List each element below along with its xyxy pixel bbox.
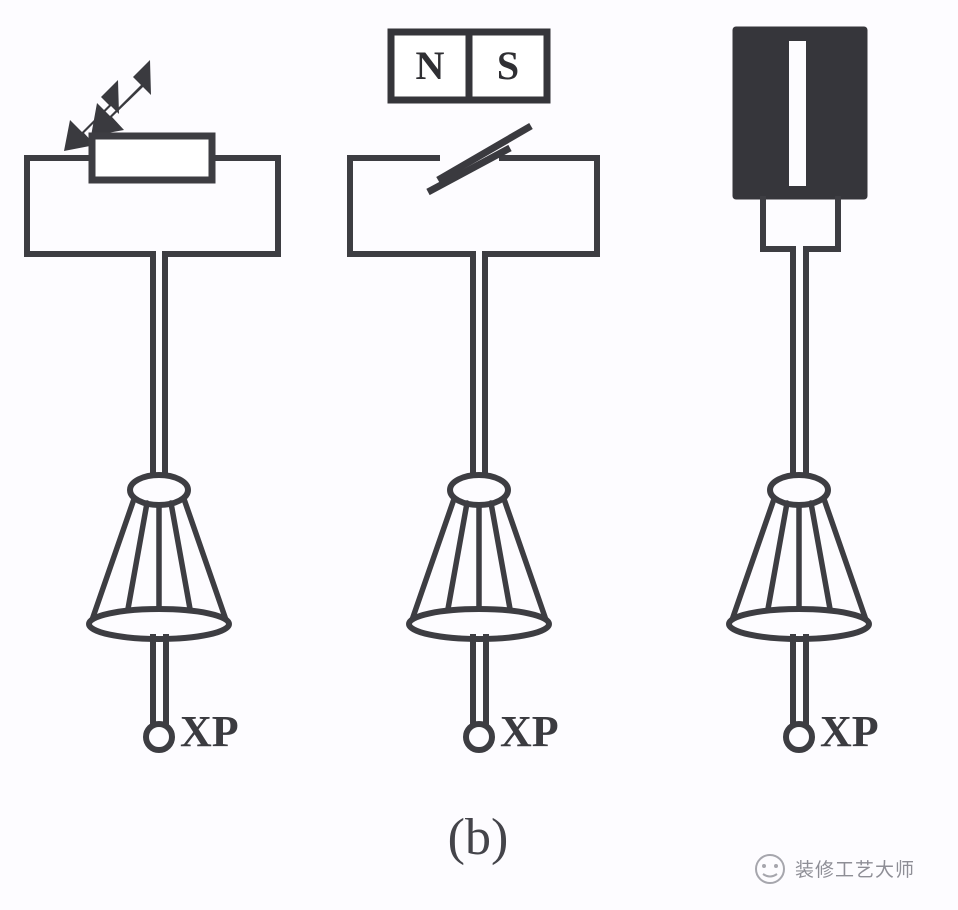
xp-connector-3 — [726, 472, 872, 753]
xp-connector-2 — [406, 472, 552, 753]
photoresistor-body — [88, 132, 216, 184]
light-arrows-icon — [64, 60, 151, 151]
watermark-label: 装修工艺大师 — [795, 859, 915, 881]
circuit3-lead-left — [760, 196, 796, 492]
reed-switch-circuit: N S — [347, 28, 600, 756]
circuit2-wire-right — [482, 155, 600, 257]
figure-caption: (b) — [448, 809, 509, 866]
circuit1-wire-left — [24, 155, 156, 257]
xp-label-1: XP — [180, 707, 239, 756]
circuit1-wire-right — [162, 155, 281, 257]
xp-connector-1 — [86, 472, 232, 753]
magnet-north-label: N — [416, 43, 445, 88]
photoresistor-circuit: XP — [24, 60, 281, 756]
xp-label-2: XP — [500, 707, 559, 756]
magnet-south-label: S — [497, 43, 519, 88]
slotted-sensor-circuit: XP — [726, 26, 879, 756]
reed-switch-blades-icon — [426, 122, 533, 196]
watermark: 装修工艺大师 — [755, 854, 915, 884]
circuit3-lead-right — [803, 196, 841, 492]
circuit2-wire-left — [347, 155, 476, 257]
slotted-optical-block — [732, 26, 868, 200]
xp-label-3: XP — [820, 707, 879, 756]
bar-magnet: N S — [387, 28, 551, 104]
